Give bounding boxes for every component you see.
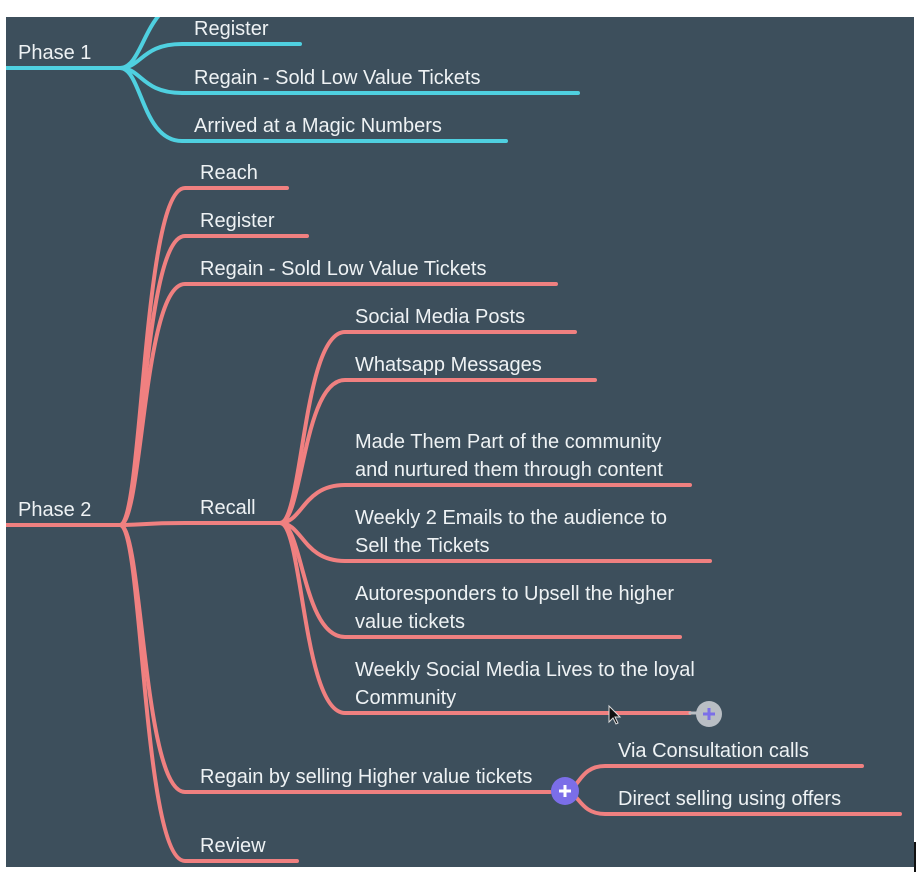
phase2-branch (118, 521, 282, 527)
phase1-child-node[interactable]: Regain - Sold Low Value Tickets (194, 67, 481, 89)
regain-child-node[interactable]: Direct selling using offers (618, 788, 842, 810)
phase2-child-node[interactable]: Review (200, 835, 266, 857)
add-node-button[interactable] (551, 777, 579, 805)
phase2-node[interactable]: Phase 2 (18, 499, 92, 521)
phase2-child-node[interactable]: Register (200, 210, 275, 232)
phase1-branch (118, 66, 508, 143)
recall-child-node[interactable]: Whatsapp Messages (355, 354, 542, 376)
phase2-branch (118, 186, 289, 527)
phase1-child-node[interactable]: Arrived at a Magic Numbers (194, 115, 442, 137)
recall-child-node[interactable]: Made Them Part of the community and nurt… (355, 431, 663, 481)
recall-child-node[interactable]: Weekly Social Media Lives to the loyal C… (355, 659, 695, 709)
phase2-child-node[interactable]: Recall (200, 497, 256, 519)
phase2-child-node[interactable]: Reach (200, 162, 258, 184)
text-cursor (914, 842, 916, 872)
recall-child-node[interactable]: Social Media Posts (355, 306, 526, 328)
phase2-branch (118, 523, 299, 863)
recall-branch (278, 378, 597, 525)
recall-child-node[interactable]: Autoresponders to Upsell the higher valu… (355, 583, 675, 633)
recall-child-node[interactable]: Weekly 2 Emails to the audience to Sell … (355, 507, 668, 557)
phase1-child-node[interactable]: Register (194, 18, 269, 40)
mind-map-connectors (6, 17, 902, 863)
phase1-node[interactable]: Phase 1 (18, 42, 92, 64)
recall-branch (278, 483, 692, 525)
phase2-child-node[interactable]: Regain by selling Higher value tickets (200, 766, 533, 788)
phase2-child-node[interactable]: Regain - Sold Low Value Tickets (200, 258, 487, 280)
add-node-ghost-button[interactable] (696, 701, 722, 727)
phase2-branch (118, 282, 558, 527)
recall-branch (278, 521, 692, 715)
regain-child-node[interactable]: Via Consultation calls (618, 740, 809, 762)
mouse-pointer-icon (608, 704, 622, 725)
